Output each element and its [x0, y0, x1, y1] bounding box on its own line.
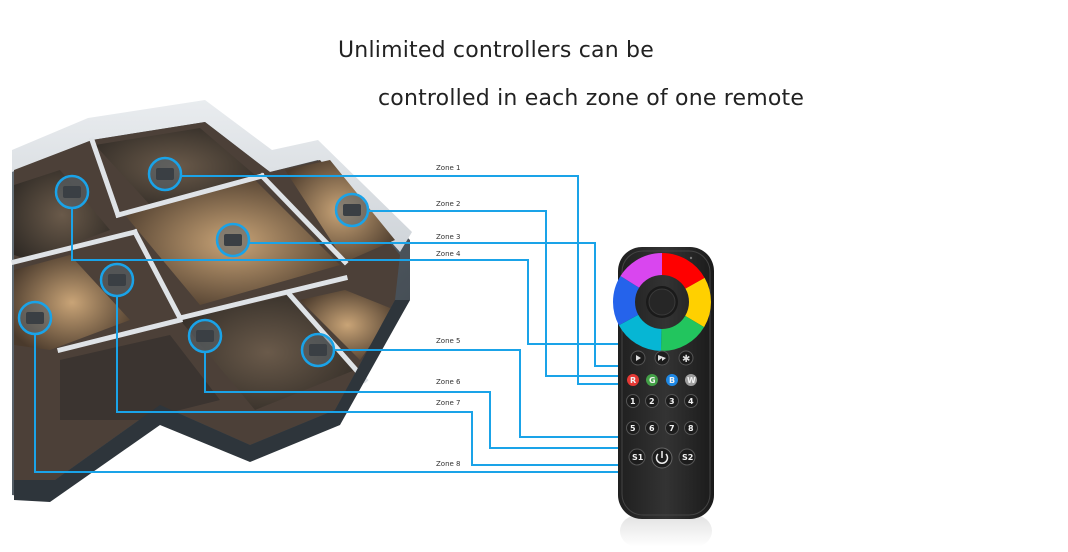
- zone-button-1[interactable]: [626, 394, 640, 408]
- zone-label: Zone 2: [436, 200, 461, 208]
- function-buttons: ✱: [630, 350, 694, 366]
- bottom-buttons: S1 S2: [628, 447, 696, 469]
- zone-label: Zone 5: [436, 337, 461, 345]
- zone-label: Zone 1: [436, 164, 461, 172]
- color-button-blue[interactable]: [666, 374, 678, 386]
- headline-line-2: controlled in each zone of one remote: [378, 86, 805, 111]
- zone-button-label: 1: [630, 397, 636, 406]
- scene-button-label: S1: [632, 453, 644, 462]
- zone-button-label: 7: [669, 424, 675, 433]
- room-bottom-center: [180, 295, 355, 410]
- zone-buttons-row-1: 1 2 3 4: [626, 394, 698, 408]
- remote-reflection: [620, 515, 712, 547]
- room-bottom-right: [300, 290, 395, 360]
- zone-button-2[interactable]: [645, 394, 659, 408]
- zone-label: Zone 8: [436, 460, 461, 468]
- zone-button-label: 6: [649, 424, 655, 433]
- room-lower-left: [60, 335, 220, 420]
- zone-buttons-row-2: 5 6 7 8: [626, 421, 698, 435]
- house-cutaway: [10, 100, 412, 502]
- color-button-label: W: [687, 376, 696, 385]
- zone-button-6[interactable]: [645, 421, 659, 435]
- color-button-label: R: [630, 376, 636, 385]
- zone-label: Zone 4: [436, 250, 461, 258]
- zone-button-5[interactable]: [626, 421, 640, 435]
- wire-zone-2: [368, 210, 650, 377]
- zone-labels: Zone 1 Zone 2 Zone 3 Zone 4 Zone 5 Zone …: [436, 164, 461, 468]
- color-button-label: G: [649, 376, 656, 385]
- play-icon: [636, 355, 641, 361]
- color-button-label: B: [669, 376, 675, 385]
- zone-button-label: 8: [688, 424, 694, 433]
- color-button-red[interactable]: [627, 374, 639, 386]
- headline-line-1: Unlimited controllers can be: [338, 38, 654, 63]
- fast-forward-icon: [658, 355, 666, 361]
- zone-button-3[interactable]: [665, 394, 679, 408]
- house-front-wall: [14, 300, 410, 502]
- wire-zone-5: [334, 349, 631, 438]
- color-button-white[interactable]: [685, 374, 697, 386]
- zone-button-label: 5: [630, 424, 636, 433]
- zone-button-7[interactable]: [665, 421, 679, 435]
- sun-icon: ✱: [682, 354, 690, 365]
- zone-button-label: 3: [669, 397, 675, 406]
- remote-control: ✱ R G B W 1 2 3 4 5 6: [613, 247, 714, 547]
- color-button-green[interactable]: [646, 374, 658, 386]
- scene-button-2[interactable]: [678, 448, 696, 466]
- color-buttons: R G B W: [627, 374, 697, 386]
- zone-button-label: 2: [649, 397, 655, 406]
- brightness-button[interactable]: [678, 350, 694, 366]
- zone-label: Zone 7: [436, 399, 461, 407]
- zone-label: Zone 3: [436, 233, 461, 241]
- color-wheel[interactable]: [613, 253, 711, 351]
- zone-button-4[interactable]: [684, 394, 698, 408]
- room-left-1: [14, 170, 110, 260]
- zone-button-8[interactable]: [684, 421, 698, 435]
- zone-button-label: 4: [688, 397, 694, 406]
- power-icon: [655, 453, 669, 465]
- scene-button-1[interactable]: [628, 448, 646, 466]
- zone-label: Zone 6: [436, 378, 461, 386]
- wire-zone-1: [180, 175, 630, 385]
- scene-button-label: S2: [682, 453, 693, 462]
